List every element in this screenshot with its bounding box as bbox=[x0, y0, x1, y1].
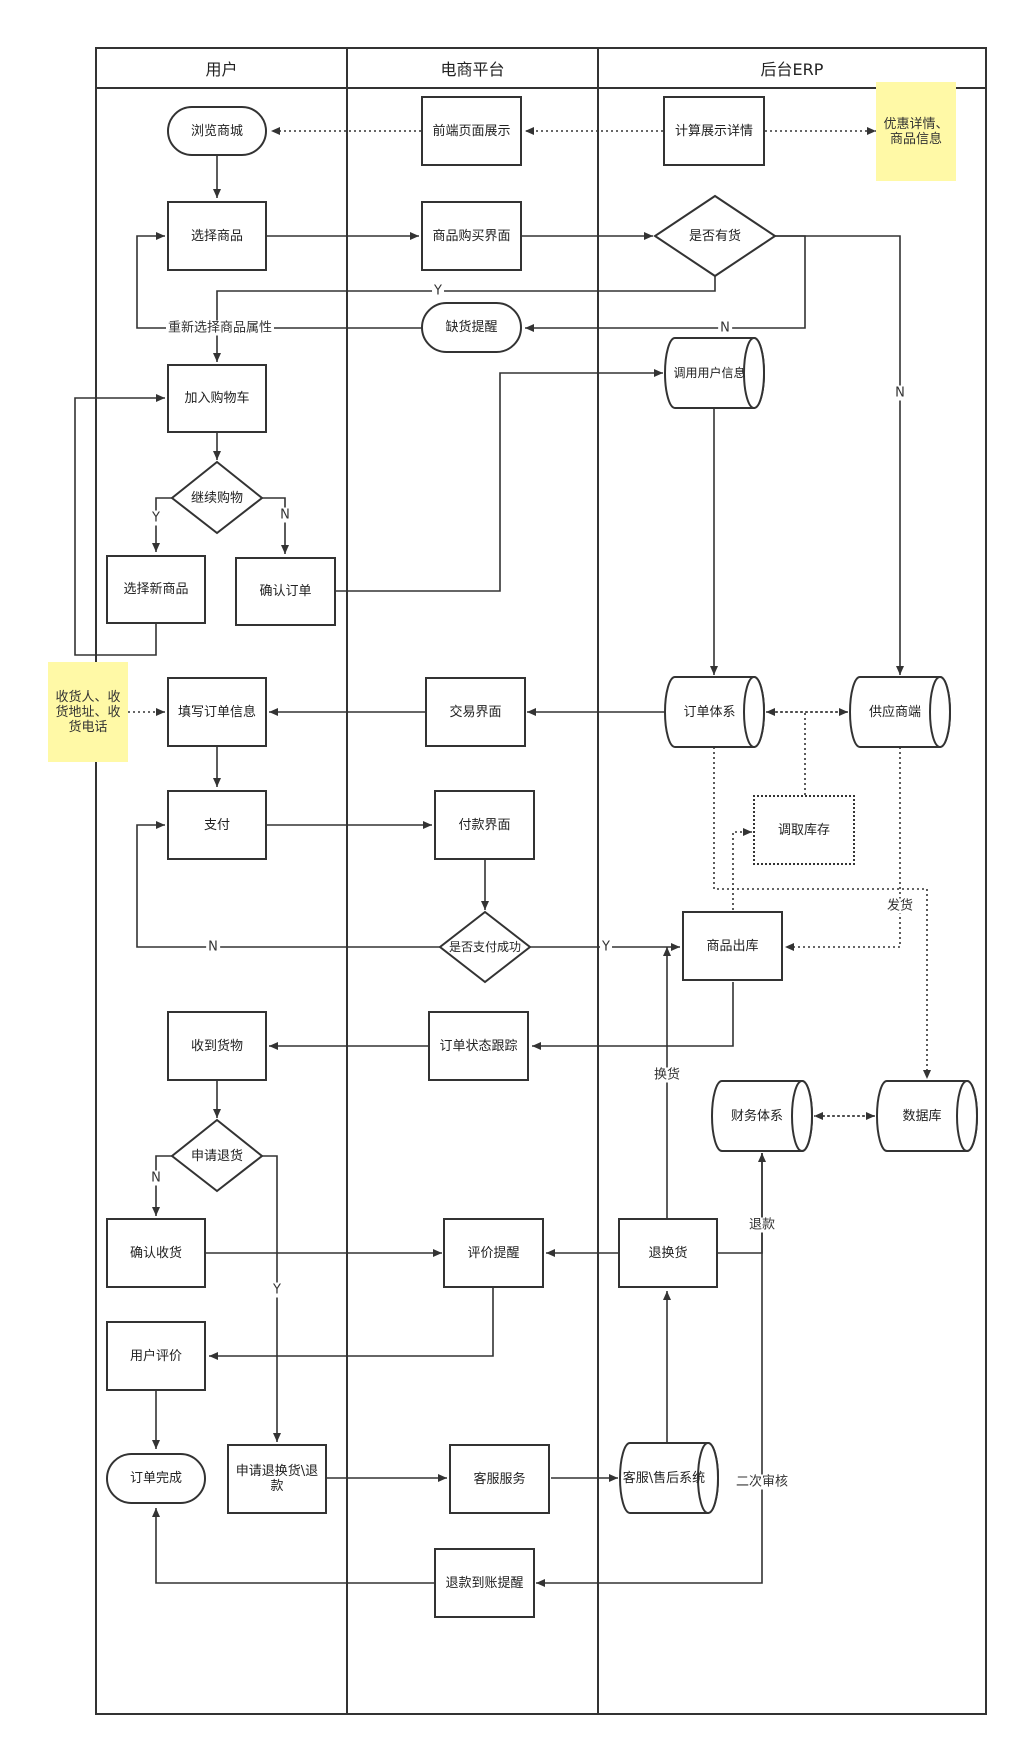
out-of-stock-node: 缺货提醒 bbox=[421, 302, 522, 353]
trade-page-node: 交易界面 bbox=[425, 677, 526, 747]
edge-success-no bbox=[136, 821, 440, 948]
lane-title-platform: 电商平台 bbox=[440, 60, 505, 79]
edge-label-ship: 发货 bbox=[884, 898, 916, 914]
received-node: 收到货物 bbox=[167, 1011, 267, 1081]
edge-label-y-return: Y bbox=[271, 1282, 283, 1298]
order-complete-node: 订单完成 bbox=[106, 1453, 206, 1504]
edge-review-userreview bbox=[209, 1288, 494, 1360]
edge-newitem-cart bbox=[74, 394, 165, 656]
call-user-info-label: 调用用户信息 bbox=[673, 365, 746, 380]
after-sales-label: 客服\售后系统 bbox=[622, 1470, 706, 1486]
edge-label-y-stock: Y bbox=[432, 283, 444, 299]
database-cylinder bbox=[876, 1080, 978, 1152]
call-user-info-cylinder bbox=[664, 337, 765, 409]
review-reminder-node: 评价提醒 bbox=[443, 1218, 544, 1288]
edge-confirm-userinfo bbox=[336, 369, 663, 592]
order-system-cylinder bbox=[664, 676, 765, 748]
edge-return-yes bbox=[262, 1155, 281, 1442]
edge-label-n-pay: N bbox=[206, 939, 220, 955]
edge-continue-no bbox=[262, 497, 289, 554]
edge-stock-no-long bbox=[775, 235, 904, 675]
supplier-cylinder bbox=[849, 676, 951, 748]
edge-label-n-continue: N bbox=[278, 507, 292, 523]
edge-label-n-stock: N bbox=[718, 320, 732, 336]
refund-arrival-node: 退款到账提醒 bbox=[434, 1548, 535, 1618]
address-note: 收货人、收货地址、收货电话 bbox=[48, 662, 128, 762]
apply-return-diamond bbox=[170, 1118, 264, 1193]
fill-order-node: 填写订单信息 bbox=[167, 677, 267, 747]
browse-mall-node: 浏览商城 bbox=[167, 106, 267, 156]
supplier-label: 供应商端 bbox=[868, 704, 921, 720]
edge-reselect bbox=[136, 232, 425, 329]
swimlane-frame bbox=[95, 47, 987, 1715]
return-exchange-node: 退换货 bbox=[618, 1218, 718, 1288]
apply-refund-node: 申请退换货\退款 bbox=[227, 1444, 327, 1514]
fetch-inventory-node: 调取库存 bbox=[753, 795, 855, 865]
edge-exchange-finance bbox=[718, 1153, 766, 1254]
edge-refundarrival-complete bbox=[152, 1508, 434, 1584]
select-product-node: 选择商品 bbox=[167, 201, 267, 271]
finance-label: 财务体系 bbox=[730, 1108, 783, 1124]
edge-shipout-tracking bbox=[532, 982, 734, 1050]
pay-page-node: 付款界面 bbox=[434, 790, 535, 860]
edge-supplier-shipout bbox=[785, 747, 901, 951]
edge-label-second-review: 二次审核 bbox=[733, 1474, 791, 1490]
pay-success-label: 是否支付成功 bbox=[448, 939, 521, 954]
edge-label-y-pay: Y bbox=[600, 939, 612, 955]
frontend-display-node: 前端页面展示 bbox=[421, 96, 522, 166]
cs-service-node: 客服服务 bbox=[449, 1444, 550, 1514]
add-cart-node: 加入购物车 bbox=[167, 364, 267, 433]
confirm-receipt-node: 确认收货 bbox=[106, 1218, 206, 1288]
in-stock-label: 是否有货 bbox=[688, 228, 741, 244]
edge-label-reselect: 重新选择商品属性 bbox=[165, 320, 275, 336]
edge-label-exchange: 换货 bbox=[651, 1067, 683, 1083]
edge-return-no bbox=[152, 1155, 172, 1216]
order-system-label: 订单体系 bbox=[683, 704, 736, 720]
select-new-node: 选择新商品 bbox=[106, 555, 206, 624]
lane-title-erp: 后台ERP bbox=[760, 60, 824, 79]
ship-out-node: 商品出库 bbox=[682, 911, 783, 981]
edge-label-refund: 退款 bbox=[746, 1217, 778, 1233]
order-tracking-node: 订单状态跟踪 bbox=[428, 1011, 529, 1081]
finance-cylinder bbox=[711, 1080, 813, 1152]
edge-label-n-return: N bbox=[149, 1170, 163, 1186]
edge-continue-yes bbox=[152, 497, 172, 552]
pay-success-diamond bbox=[438, 910, 532, 984]
confirm-order-node: 确认订单 bbox=[235, 557, 336, 626]
edge-label-y-continue: Y bbox=[150, 510, 162, 526]
edge-label-n-supplier: N bbox=[893, 385, 907, 401]
lane-title-user: 用户 bbox=[205, 60, 238, 79]
apply-return-label: 申请退货 bbox=[190, 1148, 243, 1164]
edge-aftersales-refundarrival bbox=[536, 1153, 763, 1587]
purchase-page-node: 商品购买界面 bbox=[421, 201, 522, 271]
promo-note: 优惠详情、商品信息 bbox=[876, 82, 956, 181]
continue-shopping-diamond bbox=[170, 460, 264, 535]
database-label: 数据库 bbox=[902, 1108, 942, 1124]
calc-details-node: 计算展示详情 bbox=[663, 96, 765, 166]
continue-shopping-label: 继续购物 bbox=[190, 490, 243, 506]
edge-shipout-inventory bbox=[732, 828, 752, 910]
after-sales-cylinder bbox=[619, 1442, 719, 1514]
edge-order-database bbox=[713, 747, 931, 1079]
pay-node: 支付 bbox=[167, 790, 267, 860]
user-review-node: 用户评价 bbox=[106, 1321, 206, 1391]
